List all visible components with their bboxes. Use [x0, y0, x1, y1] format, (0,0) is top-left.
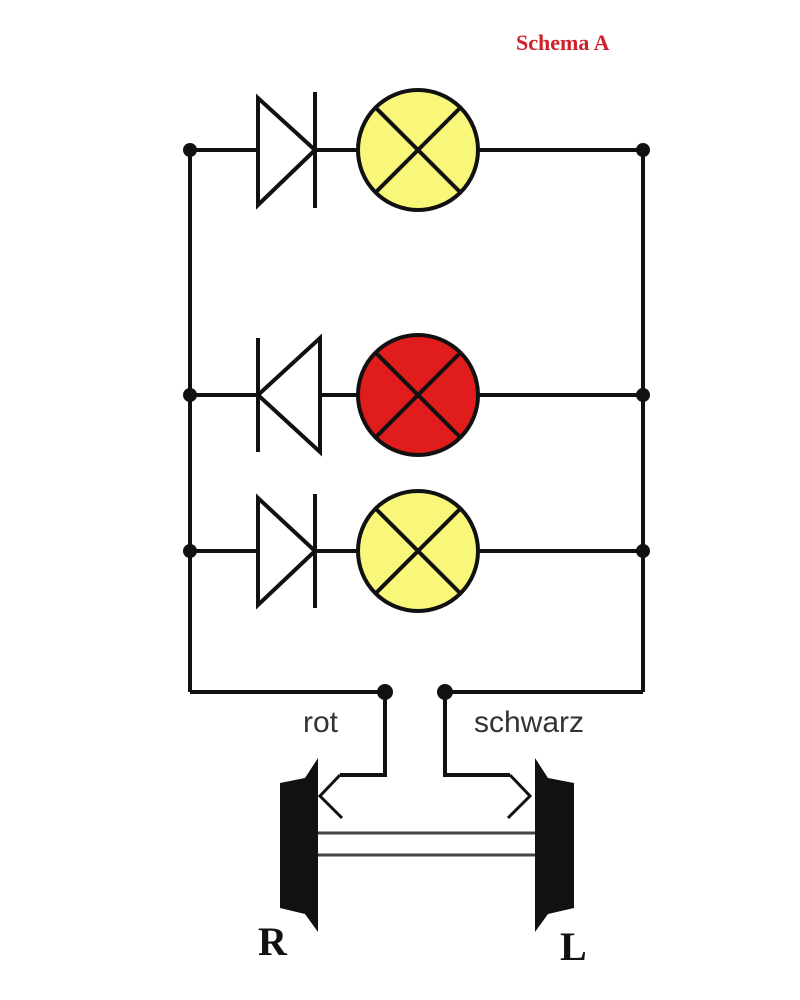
label-schwarz: schwarz [474, 706, 584, 739]
schema-title: Schema A [516, 30, 610, 55]
rails [188, 150, 645, 777]
wire-rot [190, 690, 387, 777]
wheel-right-icon [280, 758, 318, 932]
wiper-contacts [317, 773, 533, 820]
wheelset [280, 758, 574, 932]
label-rot: rot [303, 706, 339, 739]
wheel-left-icon [535, 758, 574, 932]
branch-3 [190, 489, 643, 613]
contact-left-wheel [506, 773, 533, 820]
diode-icon [256, 93, 318, 210]
branch-1 [190, 88, 643, 212]
diode-reverse-icon [255, 333, 322, 457]
wire-schwarz [443, 690, 643, 777]
junction-dots [183, 143, 650, 700]
contact-right-wheel [317, 773, 344, 820]
label-R: R [258, 919, 288, 964]
label-L: L [560, 924, 587, 969]
diode-icon [256, 493, 318, 610]
branch-2 [190, 333, 643, 457]
